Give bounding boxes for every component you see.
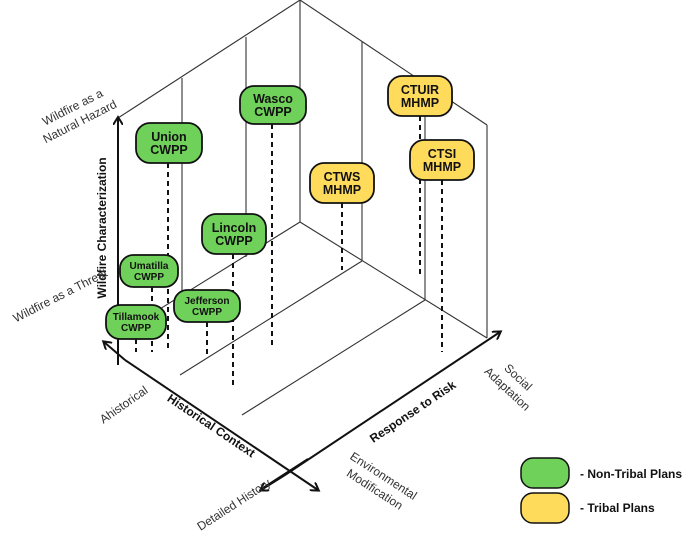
plan-tag-label: CTWS <box>324 170 361 184</box>
plan-tag-label: MHMP <box>401 96 439 110</box>
plan-tags: UnionCWPPWascoCWPPCTUIRMHMPCTSIMHMPCTWSM… <box>105 75 475 340</box>
legend-label-tribal: - Tribal Plans <box>580 501 655 515</box>
plan-tag-box <box>135 122 203 164</box>
plan-tag-box <box>105 304 167 340</box>
plan-tag-label: CWPP <box>192 307 222 318</box>
plan-tag-box <box>387 75 453 117</box>
left-axis-near-label: Ahistorical <box>97 383 150 426</box>
plan-tag-label: CWPP <box>215 234 253 248</box>
plan-tag-box <box>119 254 179 288</box>
vertical-axis-title: Wildfire Characterization <box>95 157 109 298</box>
plan-tag-label: Union <box>151 130 186 144</box>
right-axis-near-label: Environmental Modification <box>344 449 419 512</box>
response-to-risk-axis-start <box>261 474 286 490</box>
plan-tag-label: CTUIR <box>401 83 439 97</box>
legend-swatch-tribal <box>520 492 570 524</box>
plan-tag-label: CTSI <box>428 147 456 161</box>
legend: - Non-Tribal Plans - Tribal Plans <box>520 457 682 524</box>
response-to-risk-axis-main <box>284 332 500 476</box>
plan-tag-box <box>239 85 307 125</box>
plan-tag-label: Jefferson <box>184 296 229 307</box>
plan-tag-box <box>409 139 475 181</box>
historical-context-axis-far <box>124 359 318 490</box>
plan-tag-label: MHMP <box>323 183 361 197</box>
plan-tag-label: Lincoln <box>212 221 256 235</box>
plan-tag-box <box>309 162 375 204</box>
vertical-top-label: Wildfire as a Natural Hazard <box>40 86 119 146</box>
plan-tag-label: CWPP <box>254 105 292 119</box>
plan-tag-label: Umatilla <box>130 261 169 272</box>
right-axis-far-label: Social Adaptation <box>482 361 535 414</box>
plan-tag-label: Wasco <box>253 92 293 106</box>
plan-tag-label: MHMP <box>423 160 461 174</box>
legend-label-non-tribal: - Non-Tribal Plans <box>580 467 682 481</box>
legend-swatch-non-tribal <box>520 457 570 489</box>
plan-tag-label: CWPP <box>121 323 151 334</box>
box-frame <box>117 0 488 416</box>
plan-tag-label: CWPP <box>150 143 188 157</box>
plan-tag-box <box>173 289 241 323</box>
left-axis-far-label: Detailed History <box>194 476 273 534</box>
plan-tag-label: CWPP <box>134 272 164 283</box>
left-axis-title: Historical Context <box>165 391 258 460</box>
historical-context-axis <box>104 342 126 361</box>
plan-tag-label: Tillamook <box>113 312 160 323</box>
plan-tag-box <box>201 213 267 255</box>
